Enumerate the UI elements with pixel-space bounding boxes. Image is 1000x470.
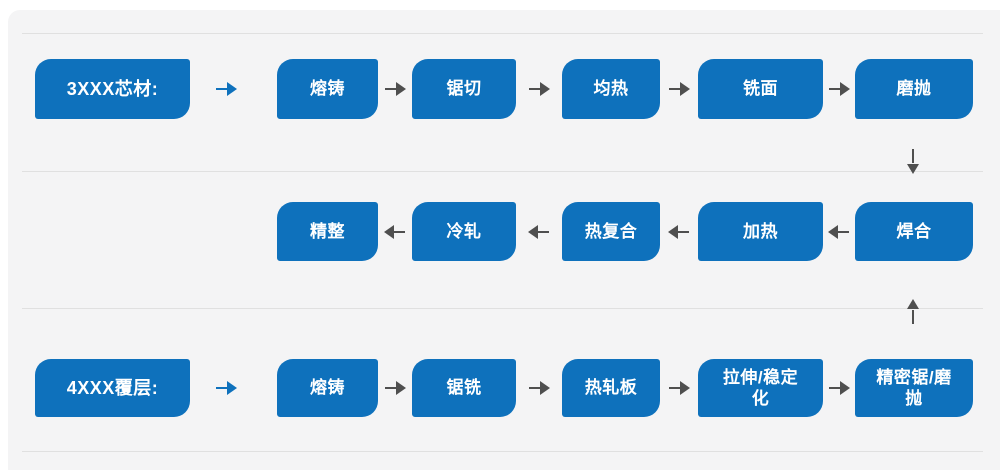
step-homogenizing: 均热 — [562, 59, 660, 119]
flow-arrow-right-icon — [668, 82, 690, 96]
flow-arrow-left-icon — [828, 225, 850, 239]
flow-arrow-right-icon — [215, 381, 237, 395]
section-divider — [22, 33, 983, 34]
flow-arrow-left-icon — [668, 225, 690, 239]
flow-arrow-left-icon — [528, 225, 550, 239]
flow-arrow-right-icon — [668, 381, 690, 395]
step-saw-milling: 锯铣 — [412, 359, 516, 417]
step-finishing: 精整 — [277, 202, 378, 261]
flow-arrow-right-icon — [528, 82, 550, 96]
step-stretching-stabilizing: 拉伸/稳定 化 — [698, 359, 823, 417]
flow-arrow-right-icon — [215, 82, 237, 96]
flow-arrow-up-icon — [906, 299, 920, 324]
flow-arrow-down-icon — [906, 149, 920, 174]
step-melting-casting: 熔铸 — [277, 59, 378, 119]
section-divider — [22, 451, 983, 452]
row-label-4xxx-clad: 4XXX覆层: — [35, 359, 190, 417]
step-heating: 加热 — [698, 202, 823, 261]
step-face-milling: 铣面 — [698, 59, 823, 119]
step-melting-casting: 熔铸 — [277, 359, 378, 417]
section-divider — [22, 171, 983, 172]
step-precision-saw-grinding: 精密锯/磨 抛 — [855, 359, 973, 417]
flow-arrow-right-icon — [828, 82, 850, 96]
section-divider — [22, 308, 983, 309]
flow-arrow-left-icon — [384, 225, 406, 239]
step-hot-bonding: 热复合 — [562, 202, 660, 261]
flow-arrow-right-icon — [828, 381, 850, 395]
flow-arrow-right-icon — [384, 381, 406, 395]
step-hot-rolled-plate: 热轧板 — [562, 359, 660, 417]
step-grinding-polishing: 磨抛 — [855, 59, 973, 119]
step-cold-rolling: 冷轧 — [412, 202, 516, 261]
row-label-3xxx-core: 3XXX芯材: — [35, 59, 190, 119]
step-welding: 焊合 — [855, 202, 973, 261]
flow-arrow-right-icon — [528, 381, 550, 395]
flow-arrow-right-icon — [384, 82, 406, 96]
step-sawing: 锯切 — [412, 59, 516, 119]
